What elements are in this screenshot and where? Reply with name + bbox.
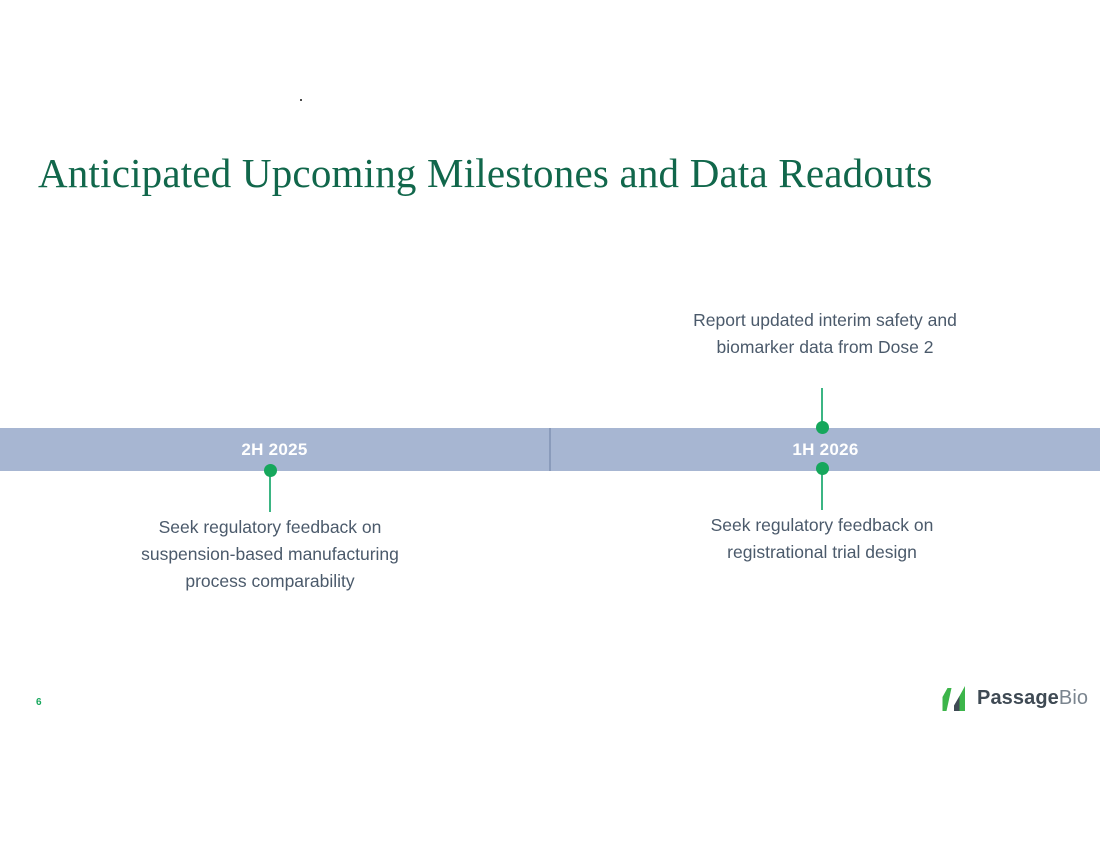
milestone-stem-1h-2026-below <box>821 468 823 510</box>
page-number: 6 <box>36 697 42 708</box>
milestone-text-2h-2025: Seek regulatory feedback on suspension-b… <box>141 517 399 591</box>
logo-brand-text: Passage <box>977 687 1059 709</box>
company-logo: PassageBio <box>938 685 1088 712</box>
stray-dot-artifact <box>300 99 302 101</box>
page-title: Anticipated Upcoming Milestones and Data… <box>38 150 933 196</box>
milestone-stem-2h-2025 <box>269 470 271 512</box>
milestone-dot-1h-2026-above <box>816 421 829 434</box>
milestone-dot-2h-2025 <box>264 464 277 477</box>
passage-bio-logomark-icon <box>942 686 965 711</box>
logo-wordmark: PassageBio <box>977 687 1088 710</box>
milestone-text-1h-2026-above: Report updated interim safety and biomar… <box>693 310 957 357</box>
milestone-dot-1h-2026-below <box>816 462 829 475</box>
milestone-text-1h-2026-below: Seek regulatory feedback on registration… <box>710 515 934 562</box>
milestone-stem-1h-2026-above <box>821 388 823 426</box>
timeline-period-2h-2025: 2H 2025 <box>241 439 308 459</box>
logo-sub-text: Bio <box>1058 687 1089 709</box>
timeline-band-divider <box>549 428 551 471</box>
timeline-period-1h-2026: 1H 2026 <box>792 439 859 459</box>
